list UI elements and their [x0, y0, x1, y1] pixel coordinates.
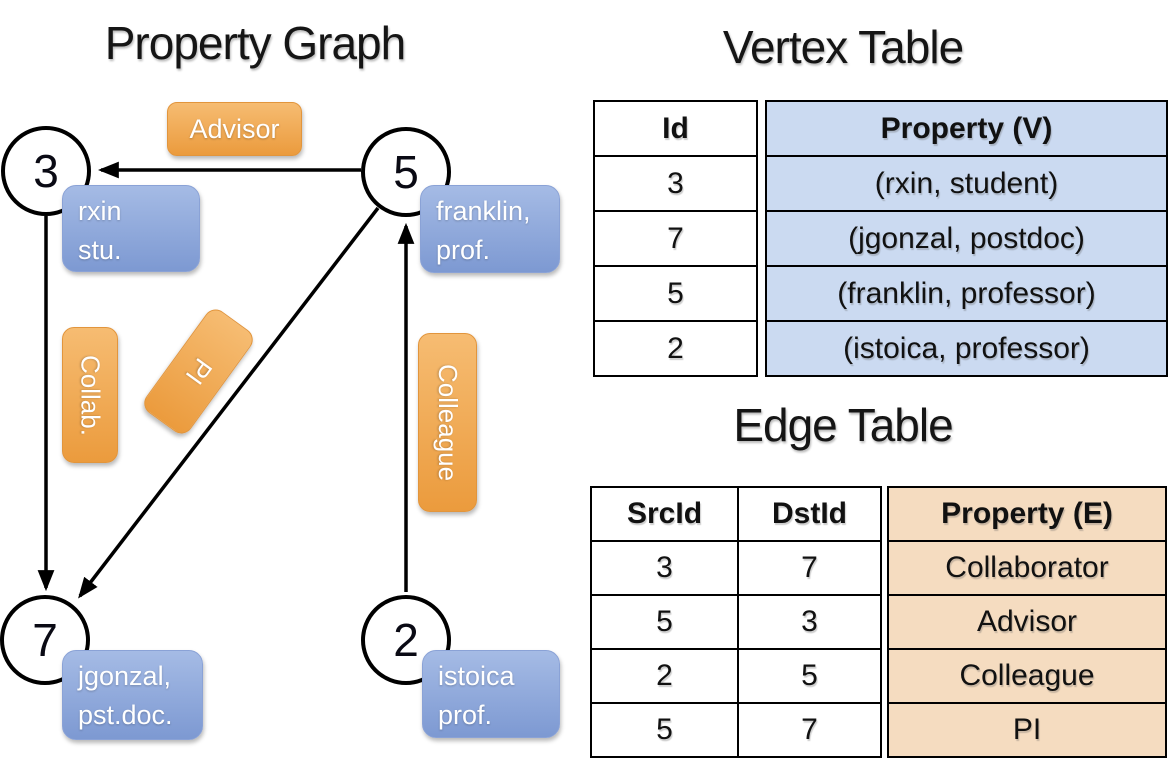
vertex-table-cell-id: 7	[595, 212, 756, 267]
edge-table-cell-dstid: 3	[739, 596, 880, 650]
edge-table-cell-srcid: 5	[592, 596, 739, 650]
edge-table-cell-dstid: 5	[739, 650, 880, 704]
edge-table-header-property: Property (E)	[889, 488, 1165, 542]
vertex-property-box-2: istoica prof.	[422, 650, 560, 738]
edge-table-header-srcid: SrcId	[592, 488, 739, 542]
edge-table-title: Edge Table	[733, 399, 953, 451]
vertex-table-cell-property: (franklin, professor)	[767, 267, 1166, 322]
vertex-property-line: stu.	[78, 235, 122, 265]
vertex-table-header-property: Property (V)	[767, 102, 1166, 157]
edge-table-cell-property: Colleague	[889, 650, 1165, 704]
vertex-table-header-id: Id	[595, 102, 756, 157]
vertex-property-box-5: franklin, prof.	[420, 185, 560, 273]
edge-table-property-column: Property (E) Collaborator Advisor Collea…	[887, 486, 1167, 758]
graph-edges-layer	[37, 161, 415, 599]
node-id-label: 5	[393, 146, 419, 198]
vertex-table-cell-id: 3	[595, 157, 756, 212]
vertex-property-line: prof.	[438, 700, 493, 730]
vertex-property-box-3: rxin stu.	[62, 185, 200, 272]
vertex-property-line: franklin,	[436, 196, 531, 226]
vertex-property-line: rxin	[78, 196, 122, 226]
property-graph-title: Property Graph	[104, 17, 406, 69]
edge-table-cell-srcid: 2	[592, 650, 739, 704]
vertex-table-cell-id: 2	[667, 331, 684, 365]
edge-table-cell-srcid: 3	[592, 542, 739, 596]
edge-label-colleague: Colleague	[418, 333, 477, 512]
vertex-table-cell-property: (jgonzal, postdoc)	[767, 212, 1166, 267]
edge-table-cell-property: PI	[1012, 713, 1042, 746]
vertex-table-title: Vertex Table	[722, 21, 964, 73]
vertex-table-cell-property: (istoica, professor)	[843, 331, 1090, 365]
edge-table-cell-dstid: 7	[739, 542, 880, 596]
vertex-property-line: pst.doc.	[78, 700, 173, 730]
vertex-property-line: jgonzal,	[78, 661, 172, 691]
edge-line-pi-5-to-7	[78, 206, 380, 599]
edge-table-cell-property: Advisor	[889, 596, 1165, 650]
edge-table-id-columns: SrcId DstId 3 7 5 3 2 5 5 7	[590, 486, 882, 758]
vertex-table-property-column: Property (V) (rxin, student) (jgonzal, p…	[765, 100, 1168, 377]
edge-table-cell-property: Collaborator	[889, 542, 1165, 596]
edge-table-cell-srcid: 5	[592, 704, 739, 756]
vertex-table-id-column: Id 3 7 5 2	[593, 100, 758, 377]
edge-table-cell-dstid: 7	[801, 713, 818, 746]
edge-table-header-dstid: DstId	[739, 488, 880, 542]
vertex-table-cell-id: 5	[595, 267, 756, 322]
vertex-property-line: prof.	[436, 235, 491, 265]
vertex-property-line: istoica	[438, 661, 515, 691]
node-id-label: 2	[393, 614, 419, 666]
node-id-label: 3	[33, 145, 59, 197]
vertex-property-box-7: jgonzal, pst.doc.	[62, 650, 203, 740]
vertex-table-cell-property: (rxin, student)	[767, 157, 1166, 212]
graph-node-2: 2	[361, 595, 451, 685]
edge-label-advisor: Advisor	[167, 102, 302, 156]
node-id-label: 7	[32, 614, 58, 666]
edge-label-collab: Collab.	[62, 327, 118, 463]
